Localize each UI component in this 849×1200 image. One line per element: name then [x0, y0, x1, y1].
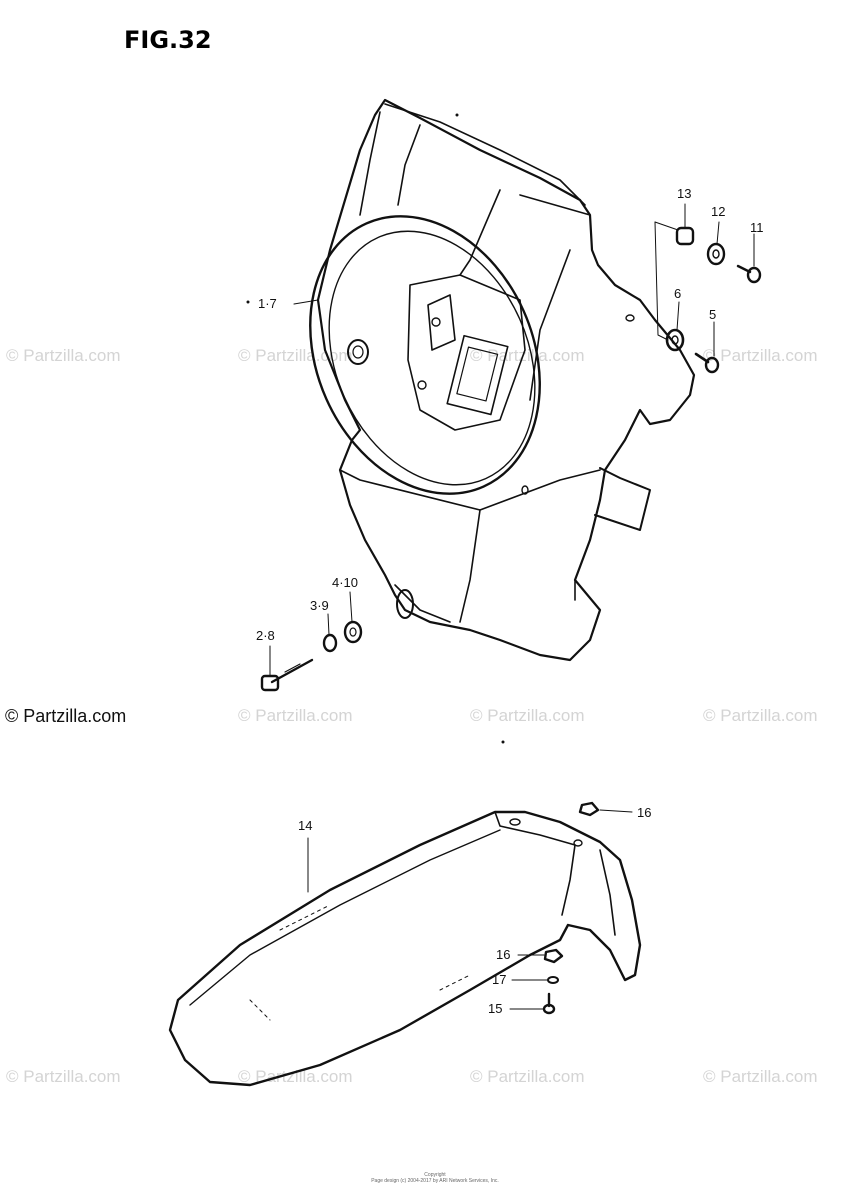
watermark: © Partzilla.com [238, 346, 353, 365]
watermark: © Partzilla.com [703, 1067, 818, 1086]
callout-1-7: 1·7 [258, 296, 277, 311]
copyright-watermark: © Partzilla.com [5, 706, 127, 726]
callout-15: 15 [488, 1001, 503, 1016]
figure-title: FIG.32 [124, 26, 212, 54]
watermark: © Partzilla.com [6, 346, 121, 365]
callout-12: 12 [711, 204, 726, 219]
watermark: © Partzilla.com [238, 706, 353, 725]
nut-16-bottom [543, 948, 564, 964]
nut-16-top [578, 801, 600, 817]
watermark: © Partzilla.com [470, 346, 585, 365]
watermark: © Partzilla.com [703, 346, 818, 365]
front-fender-part [168, 810, 642, 1087]
washer-12 [706, 242, 726, 266]
callout-17: 17 [492, 972, 507, 987]
footer-line-1: Copyright [424, 1172, 446, 1178]
callout-5: 5 [709, 307, 717, 322]
screw-5 [694, 352, 720, 374]
washer-3-9 [322, 633, 338, 653]
callout-11: 11 [750, 220, 764, 235]
watermark: © Partzilla.com [470, 1067, 585, 1086]
callout-4-10: 4·10 [332, 575, 359, 590]
bolt-11 [736, 264, 762, 284]
washer-4-10 [343, 620, 363, 644]
headlight-housing-part [309, 98, 696, 662]
callout-6: 6 [674, 286, 682, 301]
copyright-footer: Copyright Page design (c) 2004-2017 by A… [360, 1172, 510, 1184]
callout-16-bottom: 16 [496, 947, 511, 962]
watermark: © Partzilla.com [6, 1067, 121, 1086]
spacer-13 [675, 226, 695, 246]
washer-6 [665, 328, 685, 352]
washer-17 [547, 976, 559, 984]
callout-2-8: 2·8 [256, 628, 275, 643]
callout-3-9: 3·9 [310, 598, 329, 613]
bolt-15 [542, 992, 556, 1015]
watermark: © Partzilla.com [470, 706, 585, 725]
watermark: © Partzilla.com [703, 706, 818, 725]
footer-line-2: Page design (c) 2004-2017 by ARI Network… [371, 1178, 499, 1184]
callout-14: 14 [298, 818, 313, 833]
callout-16-top: 16 [637, 805, 652, 820]
callout-13: 13 [677, 186, 692, 201]
